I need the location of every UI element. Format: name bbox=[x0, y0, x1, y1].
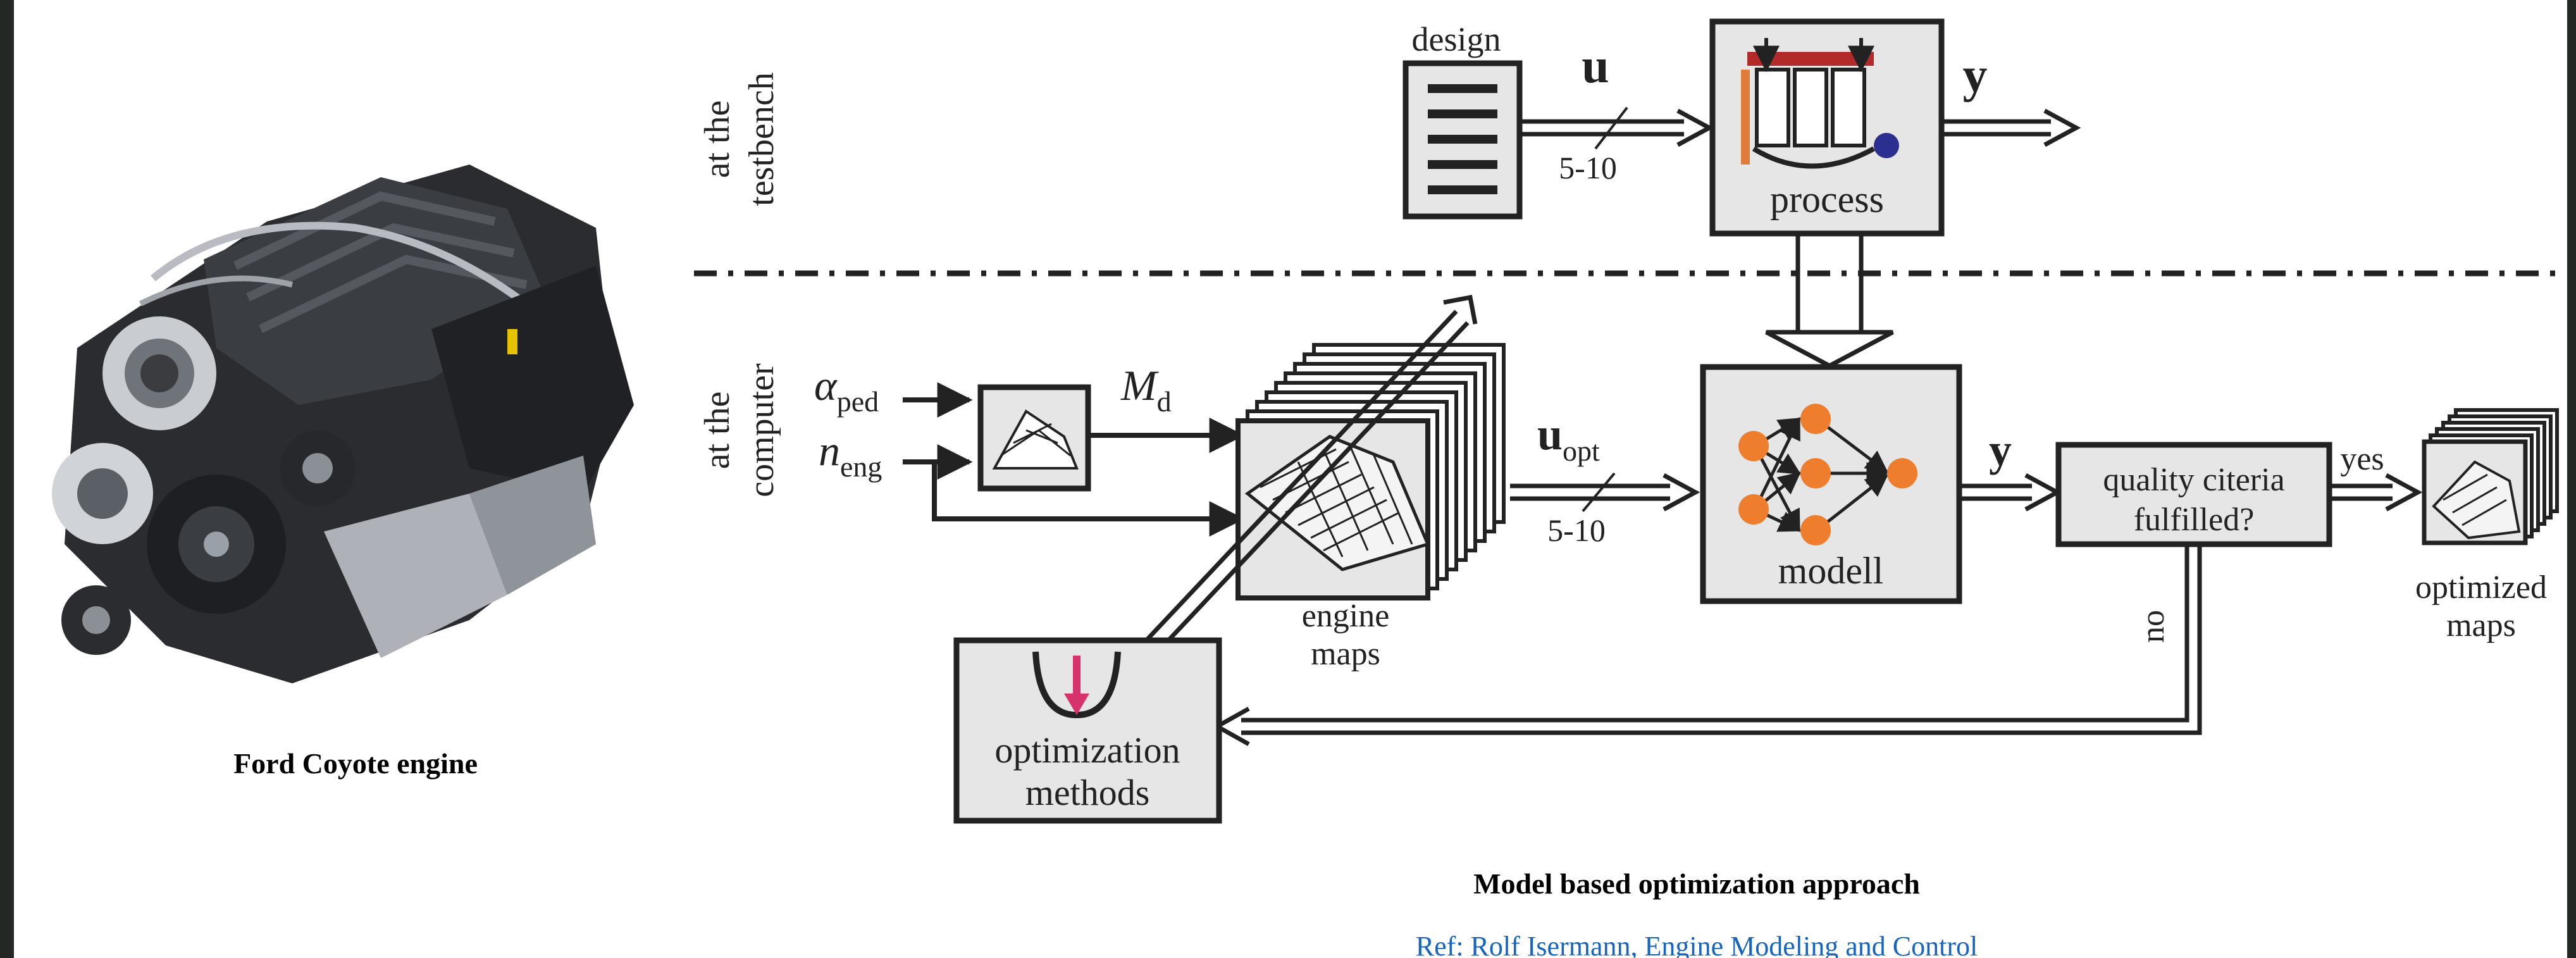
quality-check-block: quality citeria fulfilled? bbox=[2055, 442, 2332, 547]
no-label: no bbox=[2135, 610, 2171, 643]
svg-text:at the: at the bbox=[698, 392, 737, 470]
process-block: process bbox=[1709, 18, 1945, 237]
svg-text:at the: at the bbox=[698, 101, 737, 178]
optimized-maps-label-2: maps bbox=[2446, 607, 2516, 644]
modell-block: modell bbox=[1700, 364, 1962, 604]
design-label: design bbox=[1412, 20, 1501, 58]
u-arrow bbox=[1520, 106, 1714, 150]
svg-text:process: process bbox=[1770, 178, 1884, 220]
optimization-feedback-arrow bbox=[1144, 294, 1478, 654]
yes-arrow bbox=[2329, 473, 2423, 512]
y-label-top: y bbox=[1963, 47, 1988, 103]
svg-text:methods: methods bbox=[1025, 772, 1150, 813]
yes-label: yes bbox=[2340, 441, 2384, 477]
engine-caption: Ford Coyote engine bbox=[233, 747, 478, 780]
region-label-testbench: at the testbench bbox=[698, 72, 781, 206]
u-label: u bbox=[1582, 38, 1609, 93]
engine-maps-stack bbox=[1235, 343, 1506, 600]
md-label: Md bbox=[1120, 361, 1172, 418]
y-output-arrow bbox=[1941, 108, 2081, 147]
optimization-diagram: at the testbench at the computer design bbox=[694, 18, 2563, 824]
engine-maps-label-2: maps bbox=[1311, 636, 1380, 672]
svg-text:optimization: optimization bbox=[994, 730, 1180, 771]
optimized-maps-stack bbox=[2422, 408, 2559, 545]
diagram-caption: Model based optimization approach bbox=[1473, 868, 1920, 900]
reference-link[interactable]: Ref: Rolf Isermann, Engine Modeling and … bbox=[1415, 931, 1978, 958]
slide-content: Ford Coyote engine at the testbench at t… bbox=[14, 0, 2567, 958]
svg-text:fulfilled?: fulfilled? bbox=[2134, 502, 2255, 538]
u-opt-label: uopt bbox=[1537, 409, 1600, 467]
engine-image bbox=[52, 165, 634, 683]
y-label-model: y bbox=[1989, 425, 2012, 475]
u-opt-dimension-label: 5-10 bbox=[1547, 513, 1606, 548]
torque-map-block bbox=[977, 384, 1091, 492]
v8-engine-photo-icon bbox=[52, 165, 634, 683]
left-page-border bbox=[0, 0, 14, 958]
optimization-methods-block: optimization methods bbox=[953, 637, 1222, 824]
design-document-icon bbox=[1403, 60, 1523, 220]
svg-text:quality citeria: quality citeria bbox=[2103, 462, 2284, 498]
neural-network-icon bbox=[1738, 404, 1917, 545]
svg-text:computer: computer bbox=[742, 363, 781, 497]
n-bypass-line bbox=[932, 462, 1245, 537]
y-model-arrow bbox=[1959, 473, 2062, 512]
u-dimension-label: 5-10 bbox=[1559, 150, 1617, 185]
svg-text:testbench: testbench bbox=[742, 72, 781, 206]
optimized-maps-label: optimized bbox=[2415, 569, 2547, 606]
right-page-border bbox=[2567, 0, 2576, 958]
engine-cylinder-icon bbox=[1741, 38, 1899, 169]
engine-maps-label: engine bbox=[1302, 598, 1390, 634]
process-to-modell-arrow bbox=[1765, 233, 1894, 368]
region-label-computer: at the computer bbox=[698, 363, 781, 497]
n-input-label: neng bbox=[819, 426, 882, 483]
u-opt-arrow bbox=[1510, 472, 1700, 513]
alpha-input-label: αped bbox=[814, 361, 879, 418]
svg-text:modell: modell bbox=[1778, 550, 1884, 592]
